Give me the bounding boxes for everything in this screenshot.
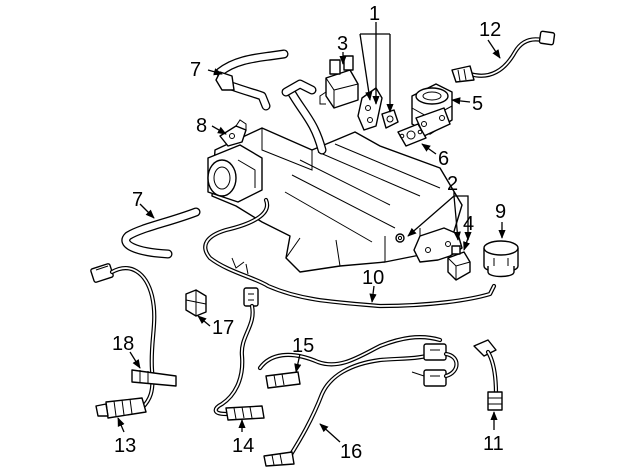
callout-6: 6 xyxy=(438,148,449,170)
callout-8: 8 xyxy=(196,115,207,137)
part-16-oxygen-sensor xyxy=(263,343,459,467)
callout-7-lower: 7 xyxy=(132,189,143,211)
part-15-oxygen-sensor xyxy=(257,335,443,389)
part-3-vacuum-solenoid xyxy=(319,55,359,109)
part-1-bracket xyxy=(357,87,399,131)
callout-3: 3 xyxy=(337,33,348,55)
callout-12: 12 xyxy=(479,19,501,41)
callout-5: 5 xyxy=(472,93,483,115)
part-6-gasket xyxy=(397,123,427,147)
callout-7-upper: 7 xyxy=(190,59,201,81)
callout-2: 2 xyxy=(447,173,458,195)
leader-lines xyxy=(117,22,506,443)
part-11-oxygen-sensor xyxy=(473,339,503,411)
part-8-bracket xyxy=(219,119,247,147)
part-13-oxygen-sensor xyxy=(90,263,157,419)
part-7-lower-hose xyxy=(121,207,201,259)
part-7-upper-hose xyxy=(215,49,327,155)
part-9-canister xyxy=(483,240,519,278)
callout-labels: 1 3 12 7 5 8 6 2 7 9 4 10 17 18 15 13 14… xyxy=(112,3,506,463)
callout-13: 13 xyxy=(114,435,136,457)
callout-10: 10 xyxy=(362,267,384,289)
callout-9: 9 xyxy=(495,201,506,223)
part-17-clip xyxy=(185,289,207,317)
part-5-egr-valve xyxy=(411,83,453,137)
callout-17: 17 xyxy=(212,317,234,339)
part-4-solenoid xyxy=(447,245,471,281)
callout-14: 14 xyxy=(232,435,254,457)
callout-4: 4 xyxy=(463,213,474,235)
callout-11: 11 xyxy=(483,433,504,455)
part-12-sensor-harness xyxy=(451,30,556,83)
callout-16: 16 xyxy=(340,441,362,463)
callout-15: 15 xyxy=(292,335,314,357)
part-10-harness xyxy=(203,197,497,309)
part-18-sensor xyxy=(131,369,177,387)
callout-18: 18 xyxy=(112,333,134,355)
callout-1: 1 xyxy=(369,3,380,25)
part-14-oxygen-sensor xyxy=(213,287,265,421)
